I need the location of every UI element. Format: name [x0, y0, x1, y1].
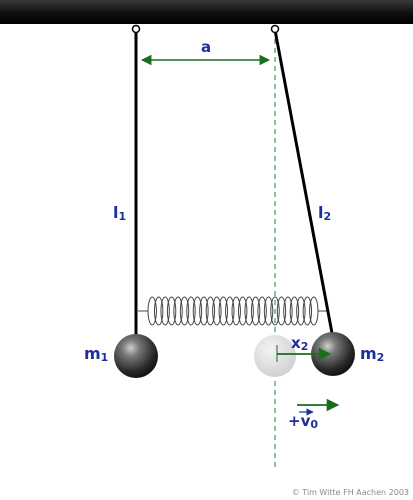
spring-coil — [199, 296, 209, 326]
spring-coil — [205, 296, 216, 326]
spring-coil — [238, 296, 248, 326]
label-m1: m1 — [84, 344, 108, 364]
spring-coil — [153, 296, 164, 326]
pivot-ring-icon — [270, 24, 280, 34]
spring-coil — [283, 296, 293, 326]
spring-coil — [296, 296, 306, 326]
spring-coil — [179, 296, 190, 326]
spring-coil — [263, 296, 274, 326]
ghost-mass-rest-position — [254, 335, 296, 377]
spring-coil — [250, 296, 261, 326]
label-x2: x2 — [291, 334, 308, 353]
spring-coil — [276, 296, 287, 326]
spring-coil — [160, 296, 170, 326]
label-a: a — [201, 38, 211, 56]
label-m2: m2 — [360, 344, 384, 364]
spring-coil — [186, 296, 196, 326]
coil-spring-icon — [138, 296, 328, 326]
spring-coil — [302, 296, 313, 326]
rod-2 — [273, 29, 334, 334]
spring-coil — [309, 296, 319, 326]
spring-coil — [218, 296, 229, 326]
spring-coil — [147, 296, 157, 326]
spring-coil — [173, 296, 183, 326]
spring-coil — [192, 296, 203, 326]
pivot-ring-icon — [131, 24, 141, 34]
label-v0: +v0 — [288, 412, 318, 431]
spring-coil — [257, 296, 267, 326]
spring-coil — [225, 296, 235, 326]
sphere-icon — [114, 334, 158, 378]
spring-coil — [270, 296, 280, 326]
spring-coil — [212, 296, 222, 326]
spring-coil — [244, 296, 254, 326]
spring-coil — [166, 296, 177, 326]
sphere-icon — [311, 332, 355, 376]
ceiling-bar — [0, 0, 413, 24]
spring-coil — [289, 296, 300, 326]
label-l1: l1 — [113, 203, 126, 223]
copyright-text: © Tim Witte FH Aachen 2003 — [292, 488, 409, 497]
label-l2: l2 — [318, 203, 331, 223]
spring-coil — [231, 296, 241, 326]
